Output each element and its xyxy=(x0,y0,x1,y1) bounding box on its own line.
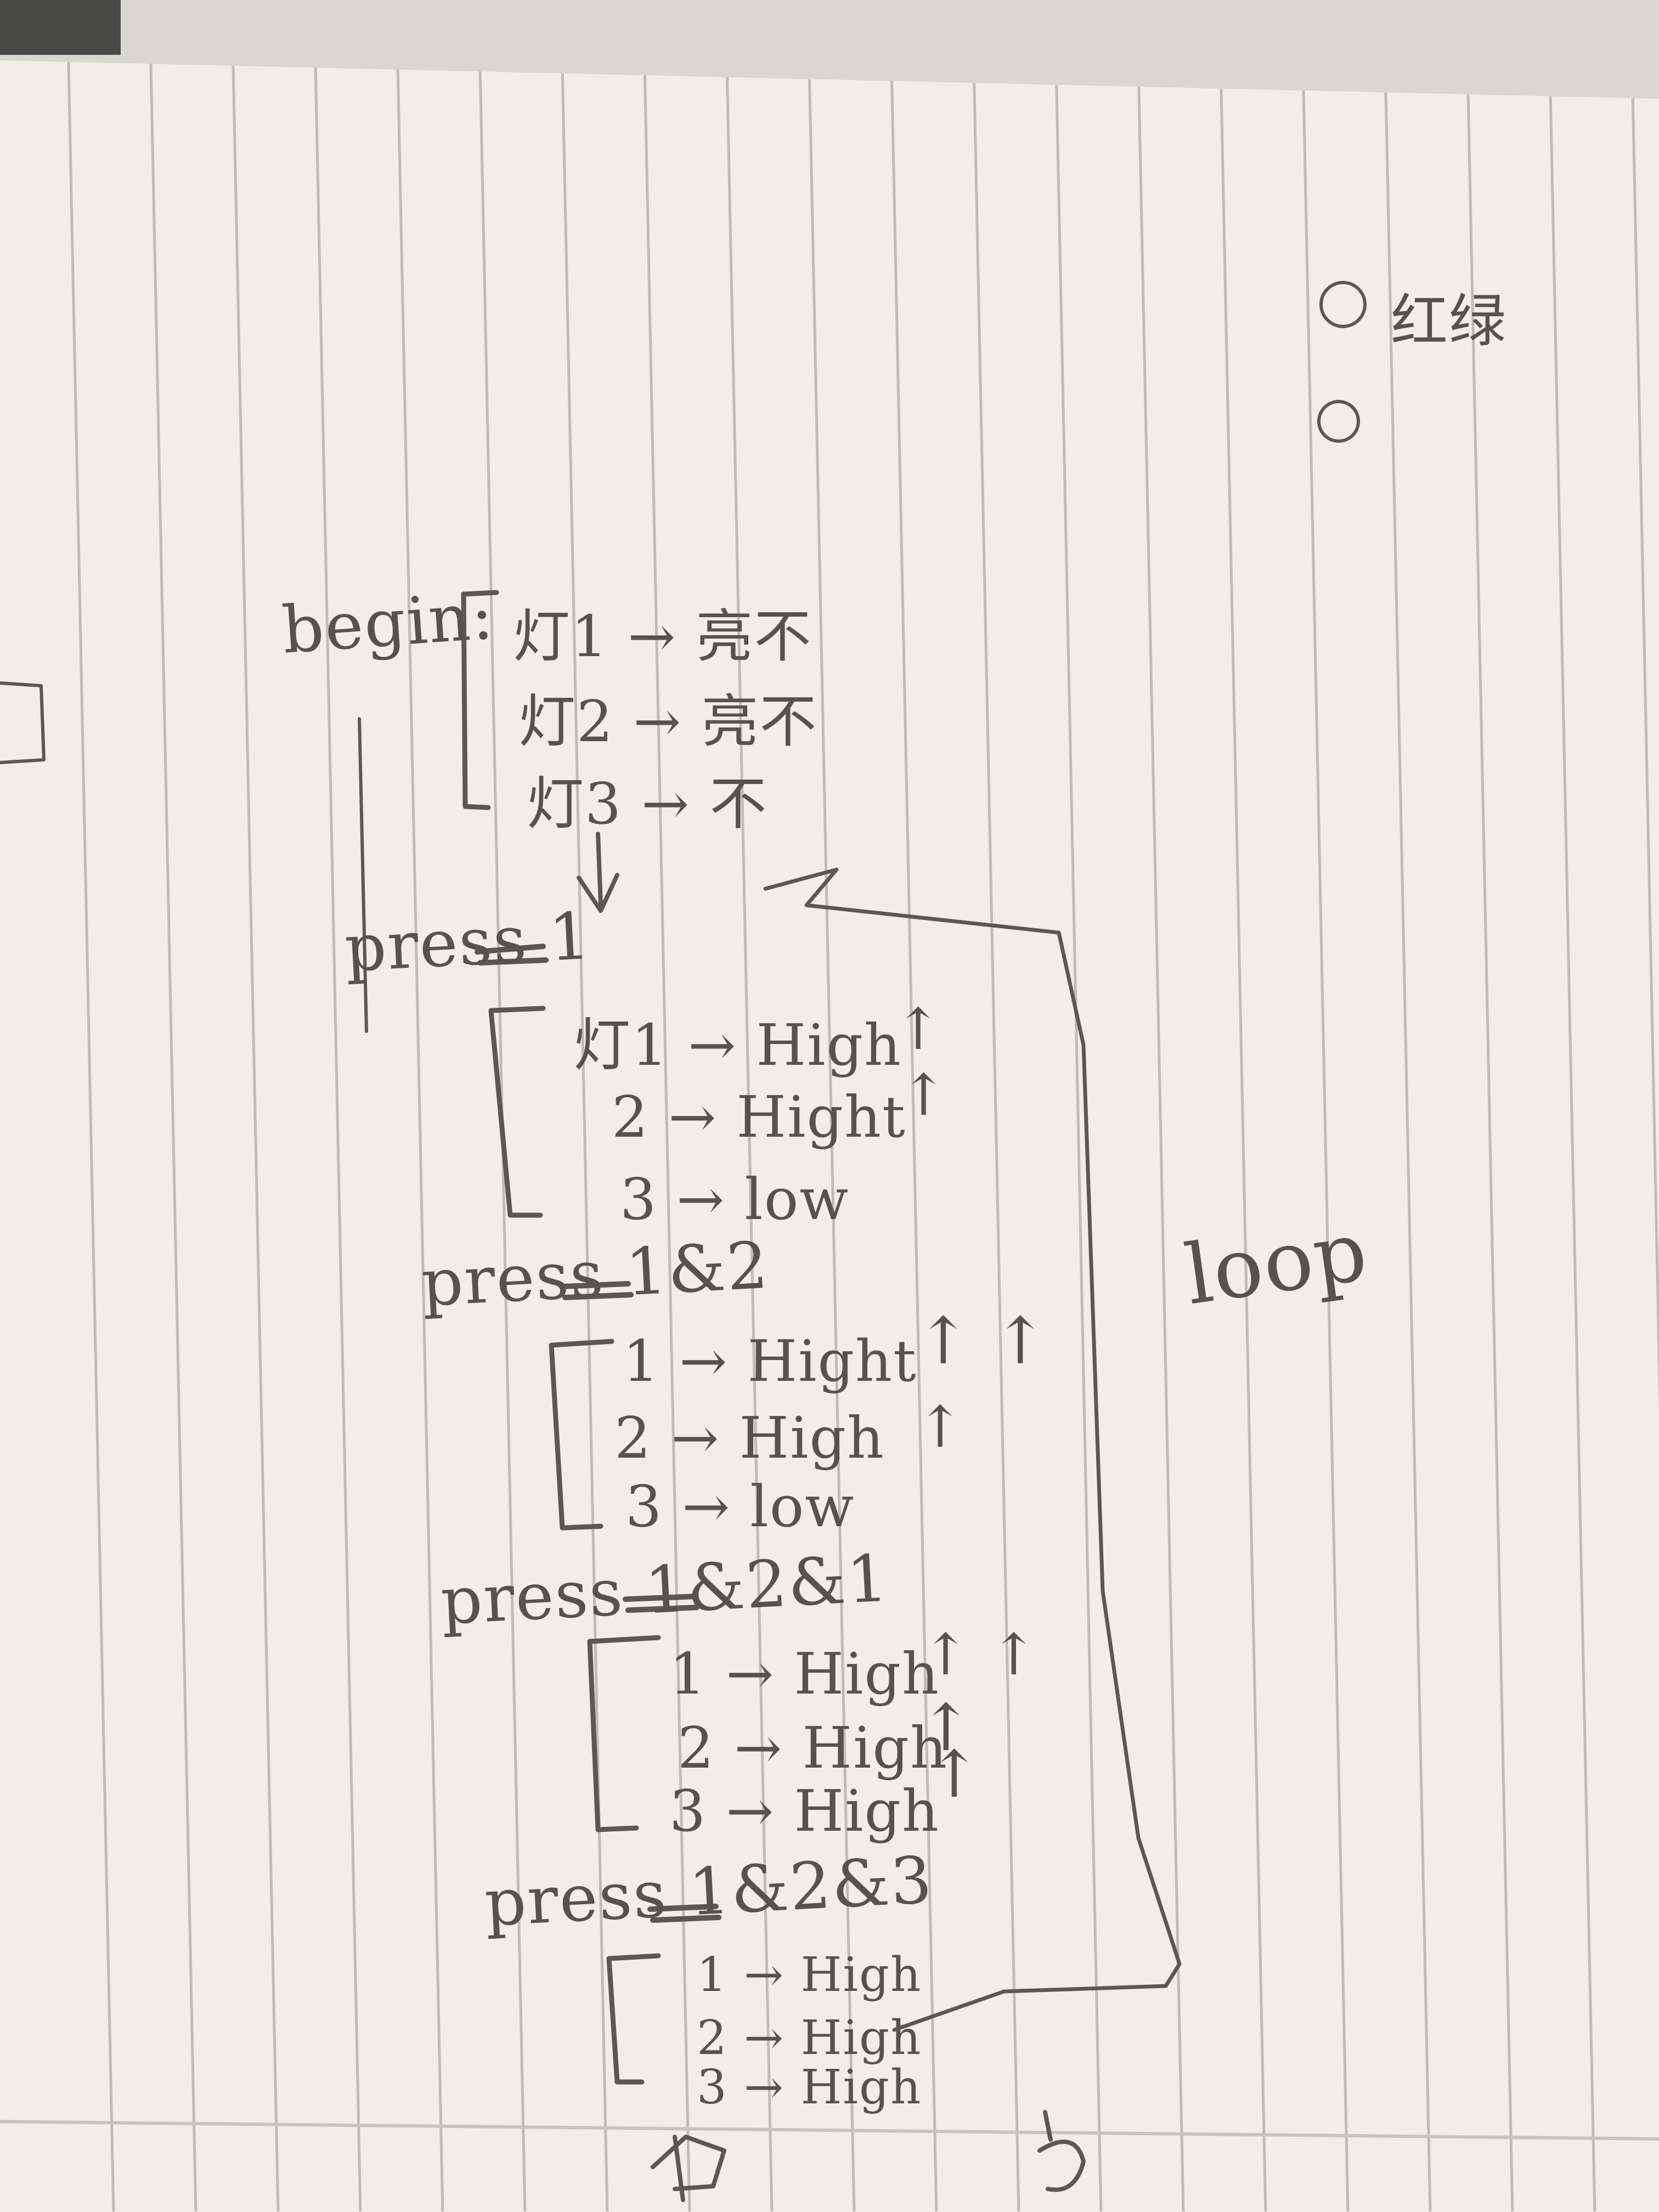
flow-line xyxy=(358,717,368,1033)
strikethrough xyxy=(623,1594,699,1613)
bracket-press-1-2-1 xyxy=(587,1635,661,1832)
press-1-line-2: 2 → Hight xyxy=(612,1084,906,1150)
up-arrow-icon: ↑ xyxy=(919,1690,974,1765)
top-right-note-1: 红绿 xyxy=(1391,274,1507,357)
circle-1-icon xyxy=(1319,281,1367,328)
up-arrow-icon: ↑ xyxy=(894,996,944,1063)
up-arrow-icon: ↑ xyxy=(900,1062,949,1128)
press-1-2-1-line-2: 2 → High xyxy=(678,1714,948,1781)
press-1-2-line-3: 3 → low xyxy=(625,1473,855,1540)
up-arrow-icon: ↑ ↑ xyxy=(922,1621,1039,1688)
bottom-scribble xyxy=(1037,2110,1086,2192)
press-1-2-3-line-1: 1 → High xyxy=(697,1948,922,2002)
up-arrow-icon: ↑ xyxy=(916,1393,966,1460)
section-heading-press-1: press 1 xyxy=(343,898,594,986)
strikethrough xyxy=(475,944,549,966)
up-arrow-icon: ↑ xyxy=(927,1736,983,1812)
bracket-press-1-2 xyxy=(549,1339,614,1531)
bracket-press-1 xyxy=(488,1006,546,1218)
bracket-press-1-2-3 xyxy=(606,1953,661,2085)
bottom-scribble xyxy=(651,2135,726,2202)
down-arrow-icon xyxy=(577,832,619,913)
strikethrough xyxy=(560,1281,634,1300)
press-1-2-3-line-2: 2 → High xyxy=(697,2011,922,2066)
begin-line-1: 灯1 → 亮不 xyxy=(513,603,812,670)
strikethrough xyxy=(647,1904,721,1923)
loop-outline xyxy=(763,867,1182,2032)
press-1-2-1-line-1: 1 → High xyxy=(669,1640,940,1707)
up-arrow-icon: ↑ ↑ xyxy=(916,1303,1049,1379)
begin-line-2: 灯2 → 亮不 xyxy=(518,688,818,755)
bracket-begin xyxy=(461,590,499,810)
section-heading-begin: begin: xyxy=(280,578,497,668)
press-1-line-1: 灯1 → High xyxy=(573,1012,902,1079)
circle-2-icon xyxy=(1317,400,1360,443)
margin-box xyxy=(0,681,46,764)
note-text: 红绿 xyxy=(1391,287,1508,354)
press-1-2-1-line-3: 3 → High xyxy=(669,1778,940,1844)
press-1-line-3: 3 → low xyxy=(620,1166,850,1233)
notebook-binding xyxy=(0,0,121,55)
press-1-2-line-1: 1 → Hight xyxy=(623,1328,917,1395)
press-1-2-3-line-3: 3 → High xyxy=(697,2060,922,2115)
press-1-2-line-2: 2 → High xyxy=(614,1404,885,1471)
begin-line-3: 灯3 → 不 xyxy=(527,770,768,837)
